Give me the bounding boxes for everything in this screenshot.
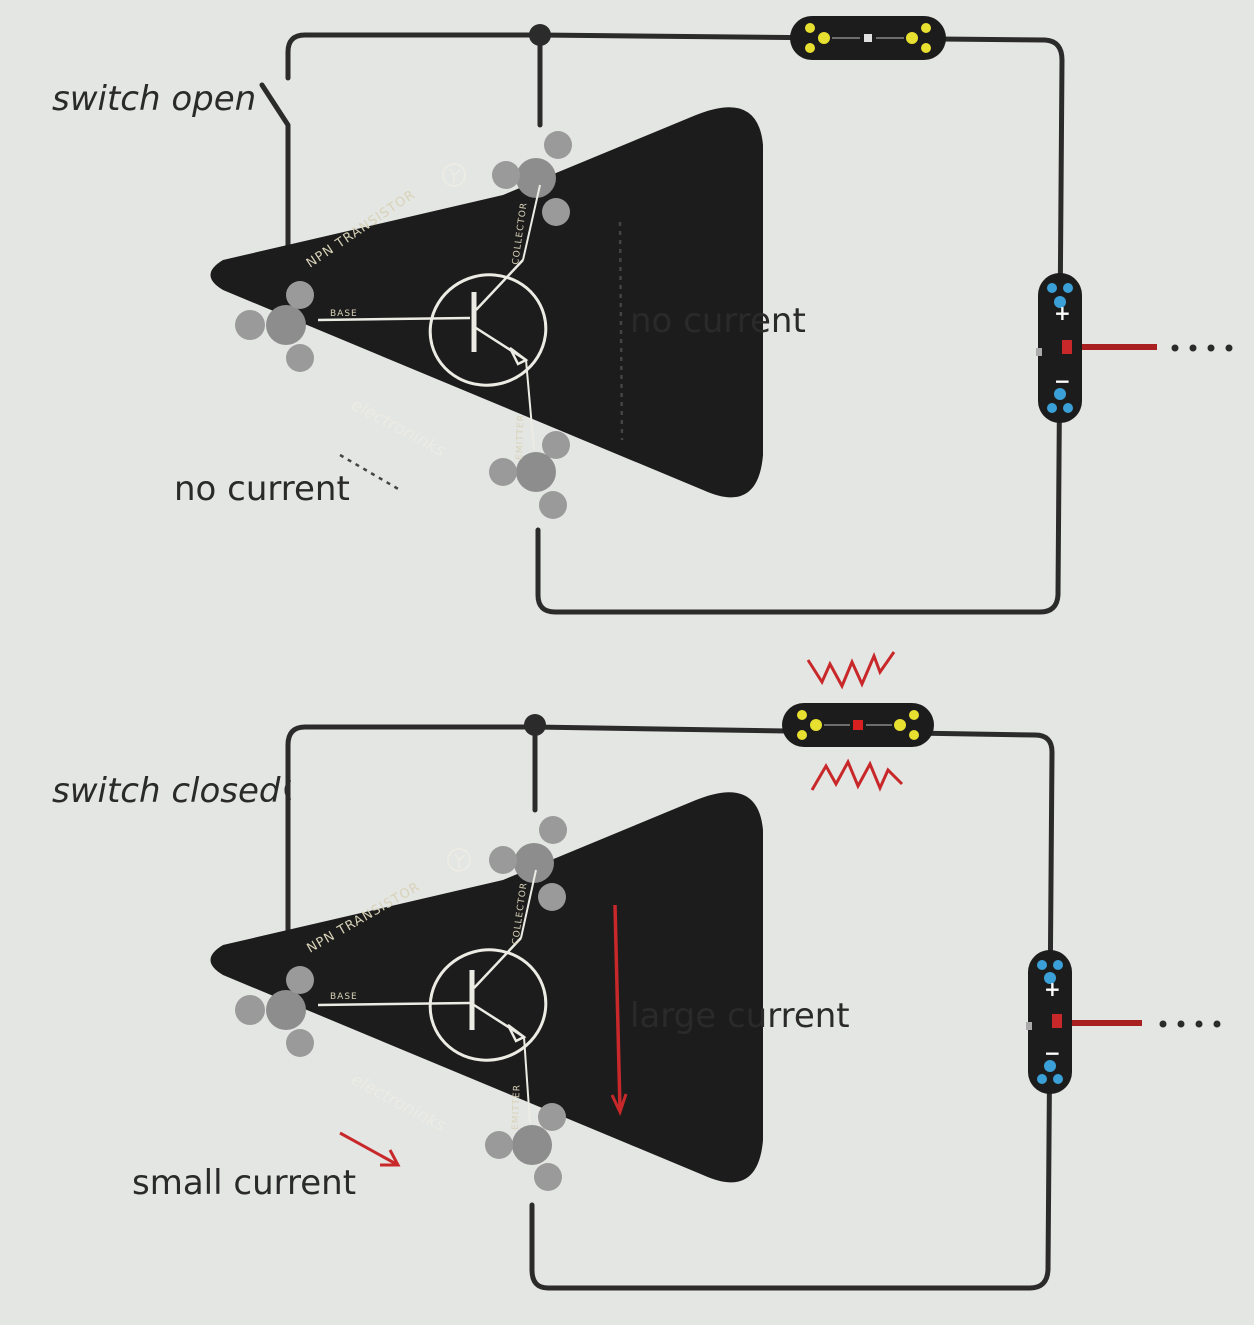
diagram-switch-closed: NPN TRANSISTOR BASE COLLECTOR EMITTER el… <box>52 651 1221 1291</box>
dots-icon <box>1159 1020 1221 1028</box>
collector-current-label: no current <box>630 301 806 341</box>
lightning-icon <box>810 758 904 792</box>
bottom-led-module <box>782 703 934 747</box>
battery-minus: − <box>1044 1041 1061 1065</box>
top-wire-left <box>285 32 543 81</box>
bottom-battery-lead <box>1072 1020 1142 1026</box>
collector-current-label: large current <box>630 996 850 1036</box>
base-label: BASE <box>330 309 358 319</box>
top-wire-loop <box>535 32 1065 615</box>
switch-closed-mark <box>284 779 292 801</box>
emitter-label: EMITTER <box>511 1084 523 1130</box>
battery-plus: + <box>1054 301 1071 325</box>
diagram-switch-open: NPN TRANSISTOR BASE COLLECTOR EMITTER el… <box>52 16 1233 615</box>
top-led-module <box>790 16 946 60</box>
bottom-transistor-board: NPN TRANSISTOR BASE COLLECTOR EMITTER el… <box>210 792 763 1191</box>
bottom-junction-dot <box>524 714 546 736</box>
brand-logo: electroninks <box>348 1070 449 1137</box>
large-current-arrow <box>610 904 628 1117</box>
small-current-arrow <box>339 1131 401 1167</box>
battery-minus: − <box>1054 369 1071 393</box>
switch-label: switch closed <box>52 771 281 811</box>
top-battery-module: + − <box>1036 273 1082 423</box>
dots-icon <box>1171 344 1233 352</box>
top-junction-dot <box>529 24 551 46</box>
lightning-icon <box>806 651 896 690</box>
transistor-symbol-icon <box>317 163 548 451</box>
base-current-label: no current <box>174 469 350 509</box>
transistor-symbol-icon <box>317 848 548 1124</box>
collector-no-current-indicator <box>618 221 624 441</box>
bottom-battery-module: + − <box>1026 950 1072 1094</box>
battery-plus: + <box>1044 977 1061 1001</box>
bottom-wire-left <box>285 724 538 933</box>
emitter-label: EMITTER <box>515 414 527 460</box>
switch-label: switch open <box>52 79 256 119</box>
top-wire-switch <box>259 82 291 258</box>
base-no-current-indicator <box>339 453 401 492</box>
base-label: BASE <box>330 992 358 1002</box>
brand-logo: electroninks <box>348 395 449 462</box>
bottom-wire-loop <box>529 724 1055 1291</box>
base-current-label: small current <box>132 1163 356 1203</box>
top-battery-lead <box>1082 344 1157 350</box>
